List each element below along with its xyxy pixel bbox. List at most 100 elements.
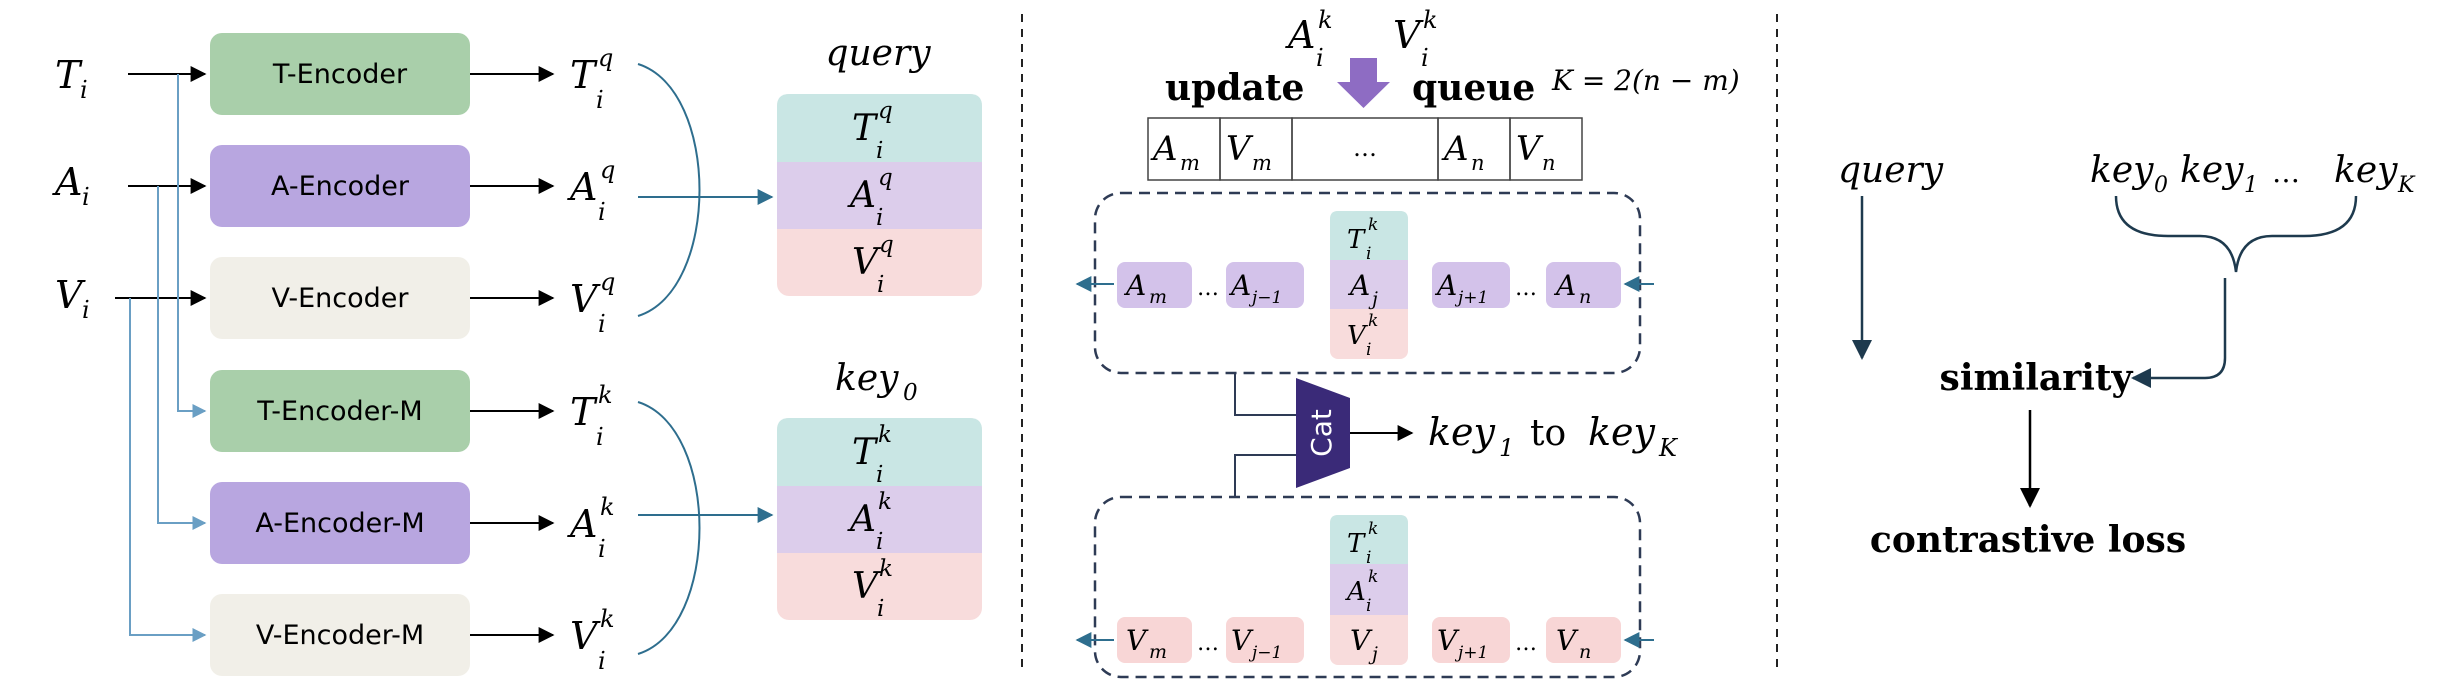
svg-text:Cat: Cat: [1305, 409, 1338, 457]
svg-text:i: i: [876, 462, 883, 488]
svg-text:T: T: [1347, 529, 1366, 559]
audio-dots-left: …: [1197, 276, 1219, 301]
video-dots-right: …: [1515, 631, 1537, 656]
video-cell-vj-1-box: [1226, 617, 1304, 663]
svg-text:n: n: [1579, 286, 1591, 308]
svg-text:i: i: [596, 423, 604, 451]
audio-cell-aj1-box: [1432, 262, 1510, 308]
query-merge-arc: [637, 63, 701, 317]
svg-text:q: q: [878, 98, 893, 124]
svg-text:i: i: [1421, 44, 1429, 72]
audio-center-t-fill: [1330, 211, 1408, 260]
svg-text:V: V: [1347, 321, 1368, 351]
svg-text:i: i: [877, 272, 884, 298]
svg-text:k: k: [600, 605, 615, 633]
svg-text:V: V: [1350, 624, 1373, 657]
svg-text:V: V: [570, 277, 601, 321]
video-center-t-fill: [1330, 515, 1408, 564]
svg-text:V: V: [55, 273, 86, 317]
svg-text:T: T: [852, 432, 879, 473]
svg-text:key: key: [2180, 150, 2244, 191]
svg-text:V: V: [852, 242, 882, 283]
v-encoder-m-box: V-Encoder-M: [210, 594, 470, 676]
svg-text:k: k: [598, 381, 613, 409]
queue-size-formula: K = 2(n − m): [1551, 64, 1740, 97]
svg-text:q: q: [600, 156, 615, 184]
video-center-a-fill: [1330, 564, 1408, 615]
svg-text:m: m: [1149, 641, 1167, 663]
svg-text:…: …: [1353, 134, 1377, 162]
similarity-panel: query key 0 key 1 … key K similarity con…: [1838, 150, 2416, 561]
video-to-cat-line: [1234, 454, 1300, 497]
audio-cell-aj-1-box: [1226, 262, 1304, 308]
svg-text:V: V: [1556, 624, 1579, 657]
keys-to-similarity-arrow: [2131, 278, 2227, 388]
video-center-vj: V j: [1350, 624, 1378, 665]
audio-center-a-fill: [1330, 260, 1408, 309]
queue-cell-vm: V m: [1226, 129, 1272, 175]
svg-text:V: V: [1516, 129, 1544, 169]
svg-text:i: i: [876, 138, 883, 164]
svg-text:j+1: j+1: [1454, 643, 1488, 663]
svg-text:i: i: [1316, 44, 1324, 72]
video-cell-vj1: V j+1: [1437, 624, 1488, 663]
svg-text:q: q: [600, 268, 615, 296]
svg-text:k: k: [878, 422, 892, 448]
svg-text:i: i: [82, 183, 90, 211]
svg-text:k: k: [879, 556, 893, 582]
query-row-v: V i q: [852, 232, 894, 298]
svg-text:i: i: [1366, 244, 1371, 264]
svg-text:i: i: [1366, 340, 1371, 360]
key0-title: key 0: [835, 358, 918, 406]
svg-text:V-Encoder: V-Encoder: [271, 283, 409, 314]
svg-text:j: j: [1368, 643, 1378, 665]
encoder-output-arrows: [470, 66, 555, 643]
output-ak: A i k: [567, 493, 615, 563]
svg-text:key: key: [2090, 150, 2154, 191]
video-cell-vm: V m: [1126, 624, 1167, 663]
cat-trapezoid: [1296, 378, 1350, 488]
sim-keys: key 0 key 1 … key K: [2090, 150, 2416, 198]
output-tq: T i q: [570, 44, 613, 114]
video-cell-vn: V n: [1556, 624, 1591, 663]
queue-panel: A i k V i k update queue K = 2(n − m) A …: [1075, 6, 1740, 679]
svg-text:K: K: [1658, 434, 1679, 462]
svg-text:A: A: [567, 165, 597, 209]
svg-text:…: …: [2272, 156, 2300, 189]
svg-text:V: V: [1393, 13, 1424, 57]
audio-cell-an: A n: [1553, 269, 1591, 308]
key0-row-t-fill: [777, 418, 982, 486]
svg-text:q: q: [878, 165, 893, 191]
svg-text:q: q: [879, 232, 894, 258]
audio-center-v: V i k: [1347, 311, 1378, 360]
similarity-label: similarity: [1940, 357, 2134, 399]
svg-text:T: T: [570, 53, 598, 97]
svg-text:k: k: [1368, 519, 1378, 539]
svg-text:T-Encoder-M: T-Encoder-M: [256, 396, 422, 427]
svg-text:A: A: [1345, 577, 1366, 607]
t-encoder-fill: [210, 33, 470, 115]
a-encoder-m-box: A-Encoder-M: [210, 482, 470, 564]
svg-text:key: key: [2334, 150, 2398, 191]
svg-text:m: m: [1149, 286, 1167, 308]
svg-text:k: k: [1318, 6, 1333, 34]
query-row-t-fill: [777, 94, 982, 162]
input-t: T i: [55, 53, 88, 104]
svg-text:A: A: [1441, 129, 1469, 169]
t-encoder-box: T-Encoder: [210, 33, 470, 115]
svg-text:j−1: j−1: [1248, 643, 1282, 663]
svg-text:A: A: [1347, 269, 1370, 302]
queue-cell-vn: V n: [1516, 129, 1556, 175]
svg-text:V: V: [570, 614, 601, 658]
audio-center-aj: A j: [1347, 269, 1378, 310]
svg-text:i: i: [598, 535, 606, 563]
query-row-a-fill: [777, 162, 982, 229]
svg-text:i: i: [598, 310, 606, 338]
keys-brace: [2114, 195, 2358, 273]
svg-text:i: i: [876, 529, 883, 555]
queue-cell-an: A n: [1441, 129, 1485, 175]
video-row: V m … V j−1 T i k A i k V: [1075, 495, 1654, 679]
svg-text:A: A: [1434, 269, 1457, 302]
a-encoder-box: A-Encoder: [210, 145, 470, 227]
